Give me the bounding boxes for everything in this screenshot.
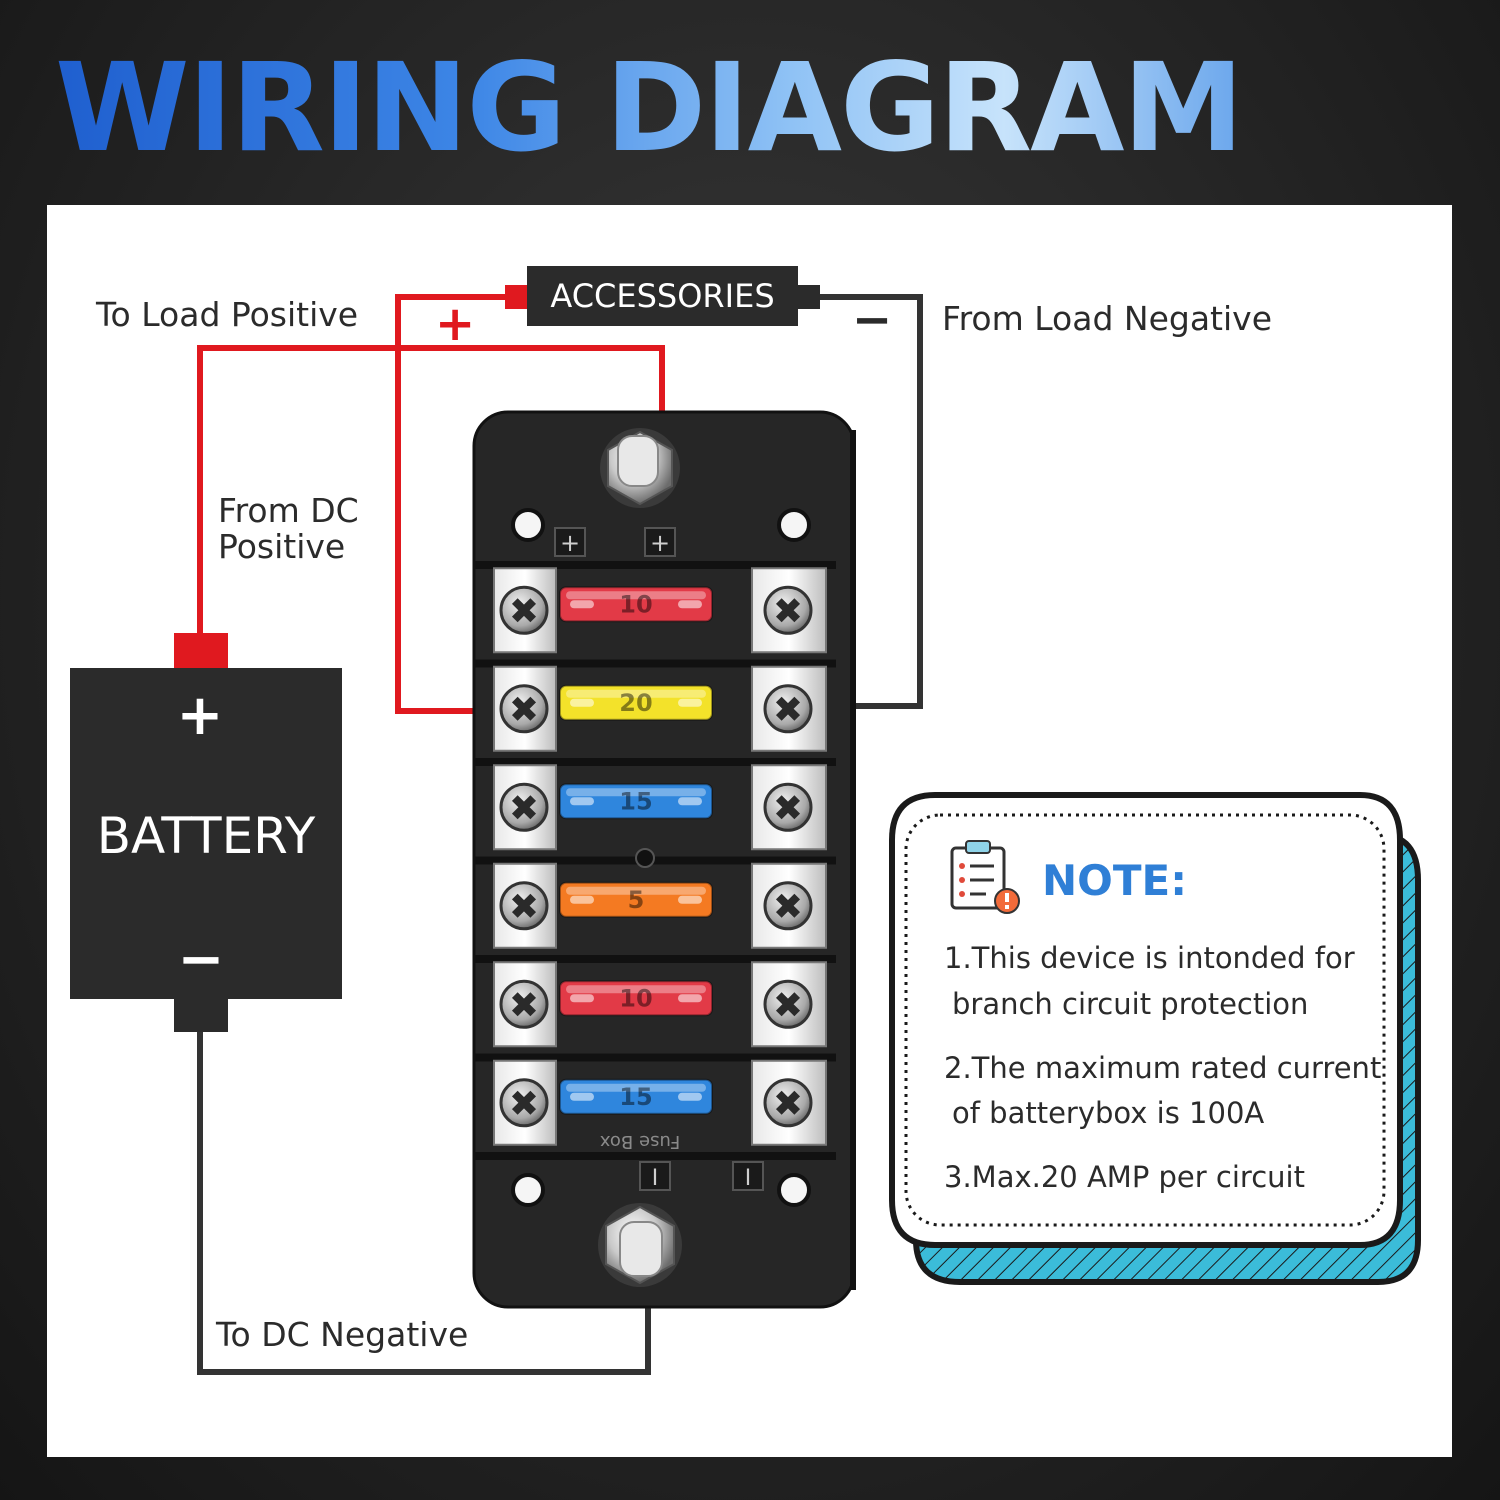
terminal-screw — [763, 1078, 813, 1128]
negative-stud — [598, 1203, 682, 1287]
mount-hole — [777, 1173, 811, 1207]
fuse-row: 5 — [493, 862, 827, 949]
fuse-row: 15 — [493, 764, 827, 851]
fuse-rating-label: 15 — [619, 787, 652, 815]
terminal-separator — [474, 659, 836, 668]
terminal-separator — [474, 561, 836, 569]
terminal-screw — [499, 585, 549, 635]
battery: + BATTERY − — [70, 668, 342, 999]
fuse-row: 10 — [493, 961, 827, 1048]
blade-fuse — [559, 1078, 713, 1115]
fuse-box: + + I I 10 20 15 5 10 15 Fuse Box — [472, 410, 856, 1309]
battery-label: BATTERY — [96, 807, 316, 865]
accessories-box: ACCESSORIES — [527, 266, 798, 326]
note-line-2: branch circuit protection — [952, 987, 1309, 1021]
terminal-separator — [474, 758, 836, 766]
dc-positive-wire — [197, 345, 665, 640]
accessory-negative-sign: − — [852, 292, 893, 348]
fuse-row: 20 — [493, 665, 827, 752]
note-line-4: of batterybox is 100A — [952, 1096, 1265, 1130]
positive-stud — [600, 428, 680, 508]
terminal-screw — [763, 585, 813, 635]
fuse-rating-label: 15 — [619, 1083, 652, 1111]
terminal-screw — [499, 881, 549, 931]
terminal-screw — [499, 1078, 549, 1128]
terminal-separator — [474, 1053, 836, 1062]
terminal-screw — [763, 782, 813, 832]
blade-fuse — [559, 684, 713, 721]
mount-hole — [511, 508, 545, 542]
terminal-screw — [763, 881, 813, 931]
note-title: NOTE: — [1042, 856, 1187, 905]
accessory-positive-sign: + — [435, 296, 476, 352]
terminal-screw — [763, 684, 813, 734]
terminal-screw — [499, 782, 549, 832]
terminal-screw — [499, 684, 549, 734]
terminal-screw — [763, 979, 813, 1029]
from-dc-positive-label-line1: From DC — [218, 491, 359, 530]
terminal-screw — [499, 979, 549, 1029]
fuse-rating-label: 10 — [619, 590, 652, 618]
mount-hole — [511, 1173, 545, 1207]
polarity-mark-plus: + — [560, 529, 580, 557]
battery-positive-sign: + — [176, 683, 224, 748]
positive-wires — [197, 285, 665, 714]
fuse-row: 15 — [493, 1059, 827, 1146]
fuse-rating-label: 10 — [619, 984, 652, 1012]
fuse-box-mirrored-label: Fuse Box — [599, 1131, 680, 1152]
to-load-positive-label: To Load Positive — [96, 295, 359, 334]
fuse-rating-label: 5 — [628, 886, 645, 914]
note-line-1: 1.This device is intonded for — [944, 941, 1355, 975]
accessory-negative-connector — [796, 285, 820, 309]
terminal-separator — [474, 955, 836, 963]
polarity-mark-minus: I — [652, 1166, 659, 1191]
blade-fuse — [559, 783, 713, 820]
blade-fuse — [559, 881, 713, 918]
led-indicator — [635, 848, 655, 868]
fuse-rating-label: 20 — [619, 689, 652, 717]
note-card — [889, 792, 1421, 1285]
polarity-mark-plus: + — [650, 529, 670, 557]
polarity-mark-minus: I — [745, 1166, 752, 1191]
battery-positive-terminal — [174, 633, 228, 671]
from-dc-positive-label-line2: Positive — [218, 527, 346, 566]
mount-hole — [777, 508, 811, 542]
note-line-3: 2.The maximum rated current — [944, 1051, 1382, 1085]
blade-fuse — [559, 586, 713, 623]
terminal-separator — [474, 856, 836, 865]
load-positive-wire — [395, 294, 520, 714]
battery-negative-sign: − — [177, 927, 225, 992]
blade-fuse — [559, 980, 713, 1017]
fuse-row: 10 — [493, 567, 827, 654]
battery-negative-terminal — [174, 996, 228, 1032]
page-title: WIRING DIAGRAM — [55, 37, 1244, 179]
to-dc-negative-label: To DC Negative — [216, 1315, 469, 1354]
clipboard-icon — [950, 840, 1020, 914]
accessory-positive-connector — [505, 285, 529, 309]
note-line-5: 3.Max.20 AMP per circuit — [944, 1160, 1305, 1194]
from-load-negative-label: From Load Negative — [942, 299, 1272, 338]
terminal-separator — [474, 1152, 836, 1160]
